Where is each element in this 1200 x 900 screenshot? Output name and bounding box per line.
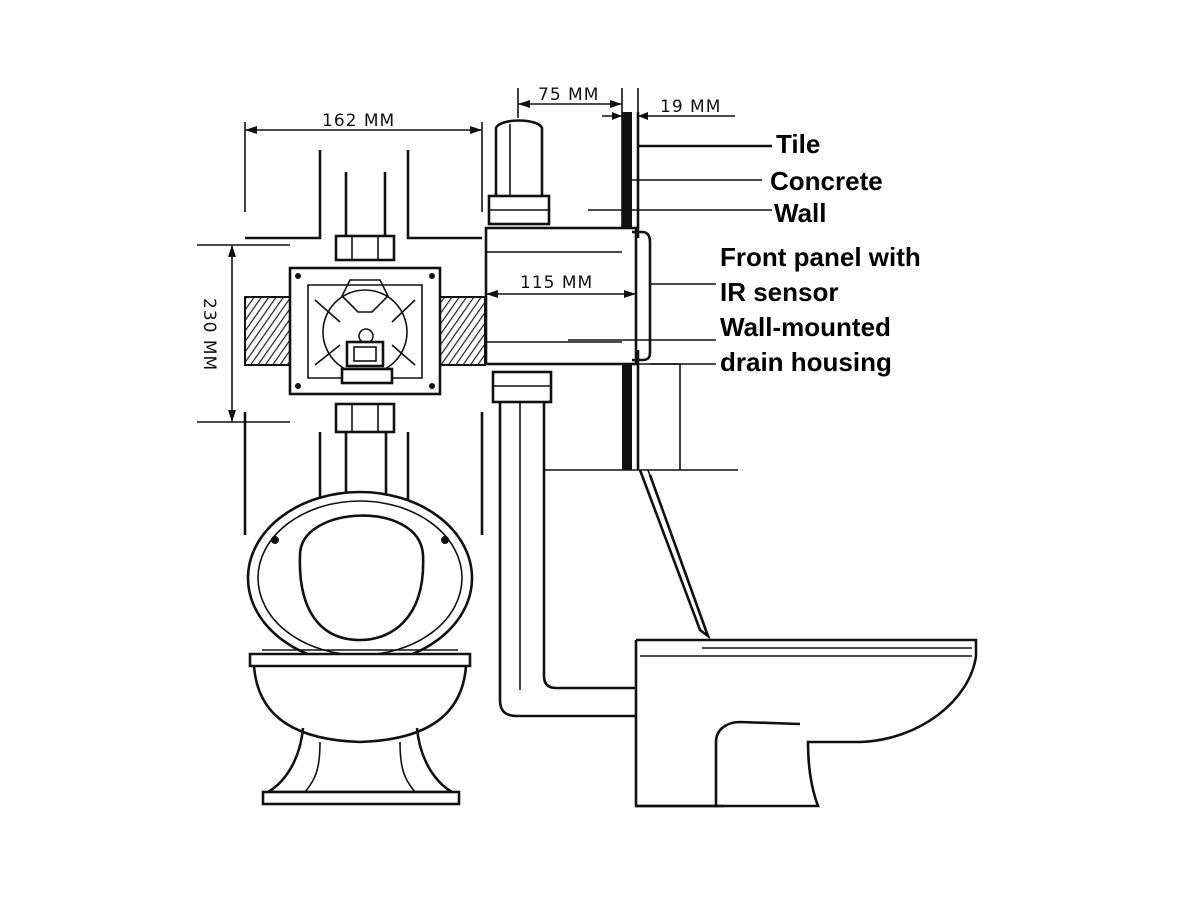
label-front-panel-line2: IR sensor [720,277,839,307]
side-view: 75 MM 19 MM 11 [484,85,978,808]
dimension-75-label: 75 MM [538,85,599,105]
dimension-230-label: 230 MM [199,298,219,371]
label-front-panel-line1: Front panel with [720,242,921,272]
leader-lines [550,144,772,365]
label-tile: Tile [776,129,821,159]
toilet-side [634,638,978,808]
dimension-162-label: 162 MM [322,111,395,131]
dimension-162: 162 MM [244,111,483,212]
toilet-front [246,490,474,806]
front-view: 162 MM 230 MM [197,111,486,806]
label-drain-housing-line2: drain housing [720,347,892,377]
dimension-230: 230 MM [197,244,290,423]
label-wall: Wall [774,198,827,228]
label-concrete: Concrete [770,166,883,196]
label-drain-housing-line1: Wall-mounted [720,312,891,342]
dimension-19: 19 MM [602,88,735,120]
dimension-19-label: 19 MM [660,97,721,117]
dimension-115-label: 115 MM [520,273,593,293]
dimension-115: 115 MM [486,273,636,298]
